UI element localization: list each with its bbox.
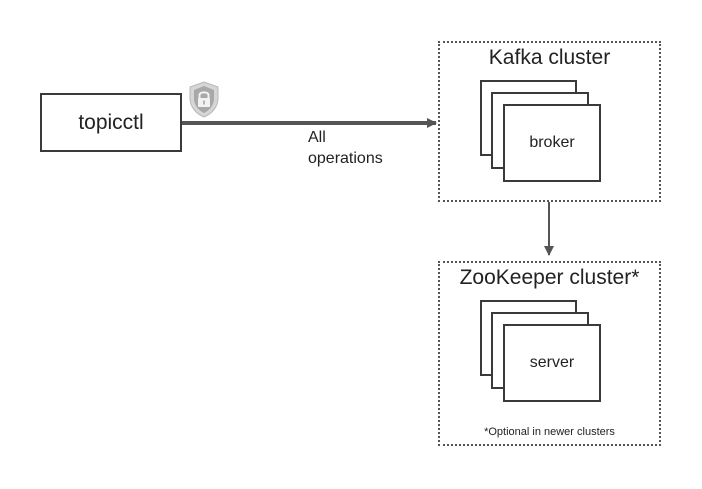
- kafka-cluster-title: Kafka cluster: [488, 46, 611, 69]
- shield-lock-icon: [188, 81, 220, 118]
- zookeeper-cluster: ZooKeeper cluster* *Optional in newer cl…: [438, 261, 661, 446]
- topicctl-label: topicctl: [78, 110, 144, 134]
- zookeeper-footnote: *Optional in newer clusters: [484, 426, 615, 438]
- edge-label-line1: All: [308, 129, 326, 146]
- topicctl-box: topicctl: [40, 93, 182, 152]
- edge-label-line2: operations: [308, 150, 383, 167]
- server-label: server: [529, 354, 575, 371]
- server-node: server: [503, 324, 601, 402]
- zookeeper-cluster-title: ZooKeeper cluster*: [459, 266, 640, 289]
- broker-label: broker: [529, 134, 575, 151]
- broker-node: broker: [503, 104, 601, 182]
- edge-label: All operations: [308, 127, 383, 169]
- kafka-cluster: Kafka cluster: [438, 41, 661, 202]
